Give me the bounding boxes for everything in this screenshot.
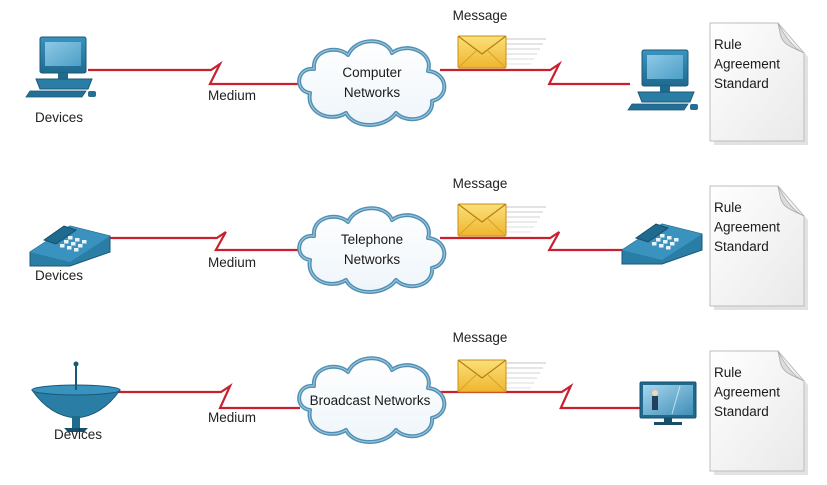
television-icon <box>639 381 697 425</box>
rule-text: Rule <box>714 365 742 380</box>
medium-link-right <box>440 231 630 252</box>
rule-text: Rule <box>714 200 742 215</box>
message-label: Message <box>453 8 508 23</box>
satellite-dish-icon <box>31 361 121 432</box>
telephone-icon <box>621 223 703 265</box>
rule-text: Rule <box>714 37 742 52</box>
network-name: Telephone <box>341 232 403 247</box>
network-name: Broadcast Networks <box>310 393 431 408</box>
message-label: Message <box>453 176 508 191</box>
rule-text: Standard <box>714 76 769 91</box>
devices-label: Devices <box>35 268 83 283</box>
rule-text: Agreement <box>714 385 780 400</box>
rule-text: Standard <box>714 404 769 419</box>
medium-link-left <box>102 231 300 252</box>
network-cloud <box>297 39 447 127</box>
network-name: Computer <box>342 65 402 80</box>
telephone-icon <box>29 225 111 267</box>
envelope-icon <box>457 35 546 69</box>
rule-text: Agreement <box>714 220 780 235</box>
rule-text: Agreement <box>714 57 780 72</box>
medium-link-left <box>112 382 300 410</box>
medium-link-right <box>440 382 650 410</box>
desktop-computer-icon <box>627 49 698 111</box>
desktop-computer-icon <box>25 36 96 98</box>
rule-text: Standard <box>714 239 769 254</box>
message-label: Message <box>453 330 508 345</box>
medium-label: Medium <box>208 255 256 270</box>
medium-label: Medium <box>208 88 256 103</box>
devices-label: Devices <box>35 110 83 125</box>
network-cloud <box>297 356 447 444</box>
network-name: Networks <box>344 85 401 100</box>
medium-link-right <box>440 60 630 86</box>
medium-label: Medium <box>208 410 256 425</box>
network-name: Networks <box>344 252 401 267</box>
envelope-icon <box>457 359 546 393</box>
devices-label: Devices <box>54 427 102 442</box>
envelope-icon <box>457 203 546 237</box>
medium-link-left <box>88 60 300 86</box>
network-cloud <box>297 206 447 294</box>
